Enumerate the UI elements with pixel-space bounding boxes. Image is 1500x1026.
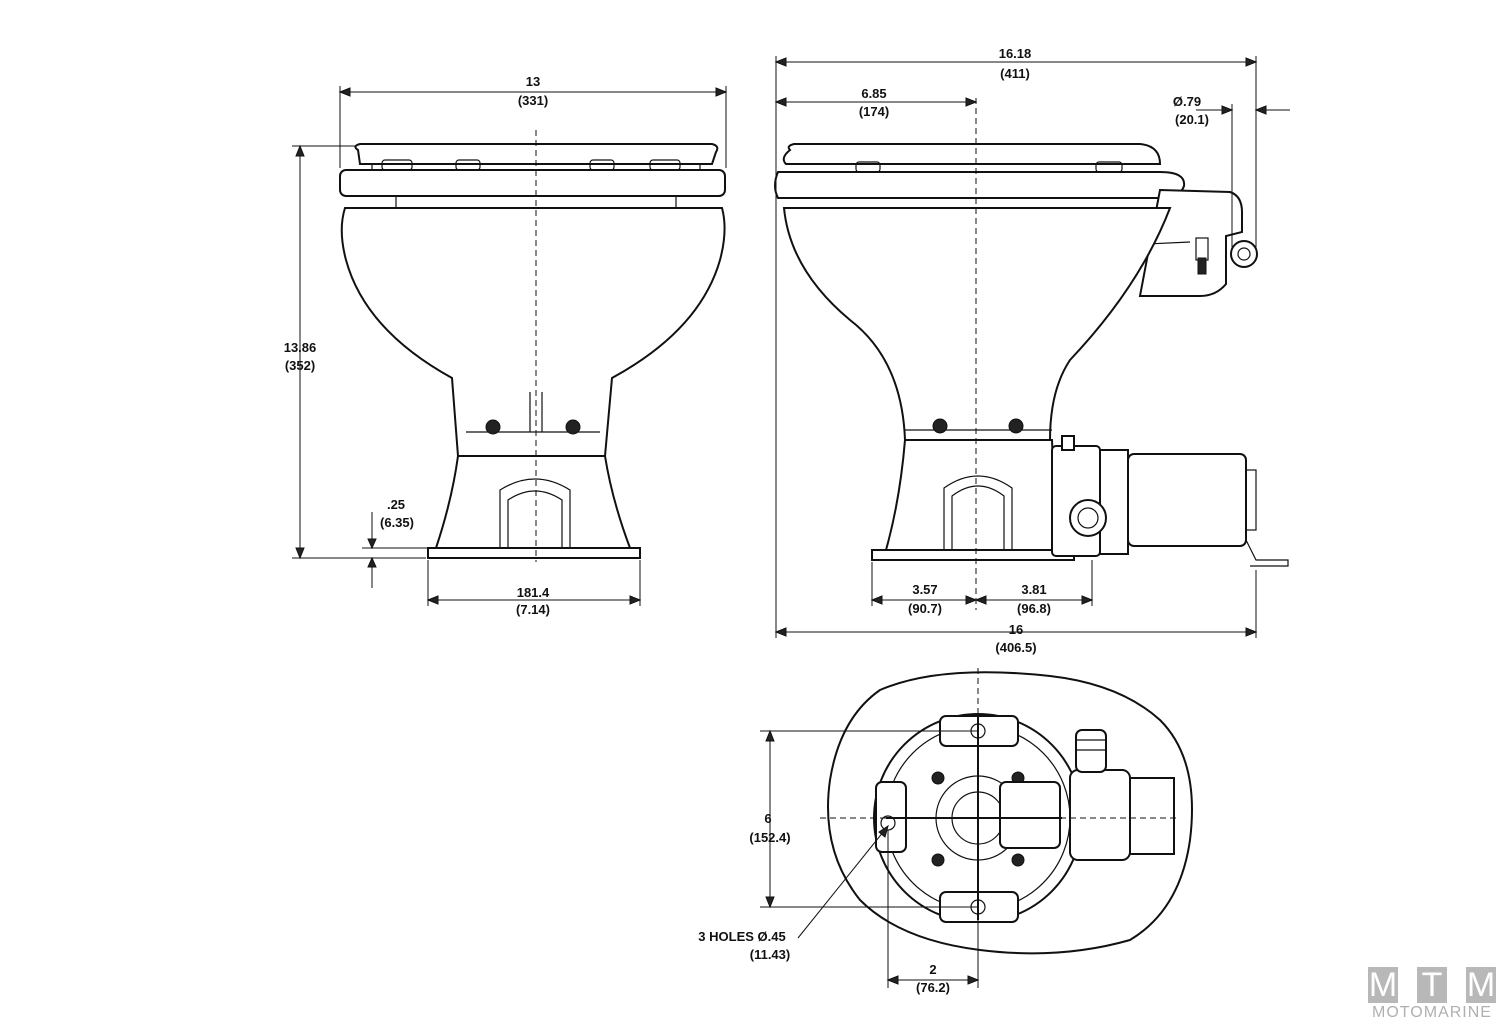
bottom-pump [999,781,1061,849]
front-bowl [340,207,726,457]
base-rear-in: 3.57 [912,582,937,597]
base-width-mm: 181.4 [517,585,550,600]
holes-label: 3 HOLES Ø.45 [698,929,785,944]
base-front-mm: (96.8) [1017,601,1051,616]
bottom-outlet-fitting [1075,729,1107,773]
logo-letter-2: T [1417,967,1447,1003]
side-dimensions [774,56,1290,638]
logo-name: MOTOMARINE [1372,1004,1492,1021]
side-inlet-port [1069,499,1107,537]
front-base-plate [427,547,641,559]
offset-mm: (76.2) [916,980,950,995]
logo-letter-3: M [1466,966,1496,1004]
bolt-spacing-mm: (152.4) [749,830,790,845]
height-in: 13.86 [284,340,317,355]
bottom-dimensions [760,729,980,988]
front-seat-ring [339,169,726,197]
offset-in: 2 [929,962,936,977]
side-seat-lid [782,143,1162,165]
side-motor [1127,453,1247,547]
base-front-in: 3.81 [1021,582,1046,597]
rear-to-center-mm: (174) [859,104,889,119]
bolt-spacing-in: 6 [764,811,771,826]
bottom-view [820,668,1193,958]
side-base-plate [871,549,1075,561]
logo-letter-1: M [1368,966,1398,1004]
rear-to-center-in: 6.85 [861,86,886,101]
base-rear-mm: (90.7) [908,601,942,616]
base-width-in: (7.14) [516,602,550,617]
side-view [774,98,1289,610]
side-outlet-fitting [1230,240,1258,268]
height-mm: (352) [285,358,315,373]
side-seat-ring [774,171,1186,199]
front-width-in: 13 [526,74,540,89]
base-thickness-mm: (6.35) [380,515,414,530]
outlet-dia-in: Ø.79 [1173,94,1201,109]
front-view [339,130,726,562]
side-pedestal [884,439,1058,551]
front-width-mm: (331) [518,93,548,108]
base-thickness-in: .25 [387,497,405,512]
front-dimensions [292,86,728,606]
side-bolt-right [1008,418,1024,434]
overall-length-mm: (411) [1000,66,1030,81]
outlet-dia-mm: (20.1) [1175,112,1209,127]
front-bolt-right [565,419,581,435]
bottom-pump-body [1069,769,1131,861]
front-pedestal [434,455,632,549]
side-bowl [782,207,1172,441]
base-length-mm: (406.5) [995,640,1036,655]
side-bolt-left [932,418,948,434]
holes-mm: (11.43) [750,947,790,962]
overall-length-in: 16.18 [999,46,1032,61]
front-bolt-left [485,419,501,435]
dimension-labels: 13 (331) 13.86 (352) .25 (6.35) 181.4 (7… [284,46,1209,995]
base-length-in: 16 [1009,622,1023,637]
